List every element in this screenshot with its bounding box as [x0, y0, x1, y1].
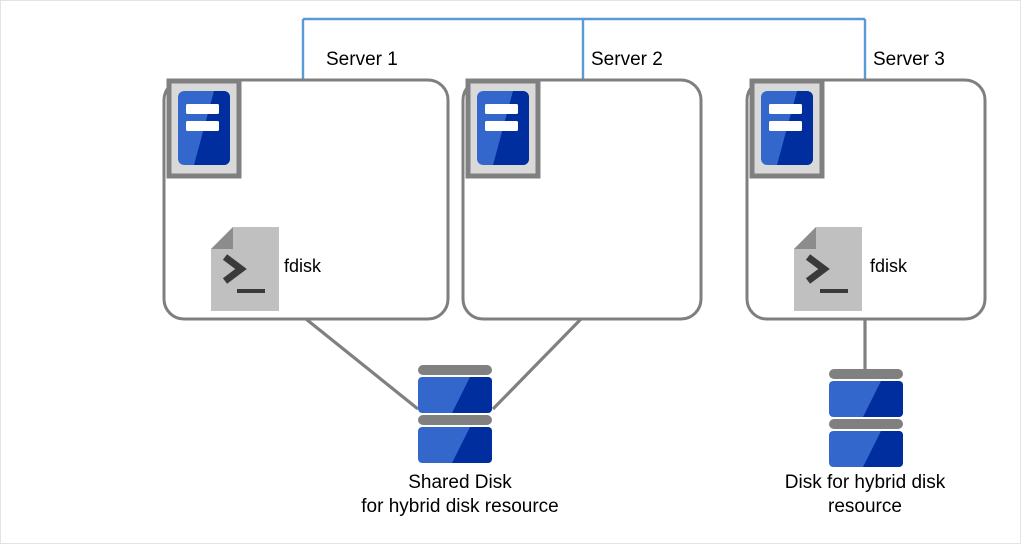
disk-stack-icon — [829, 369, 903, 467]
server-box-1 — [162, 78, 450, 321]
server-icon — [166, 78, 242, 179]
shared-disk-caption: Shared Disk for hybrid disk resource — [331, 471, 589, 519]
shared-disk-caption-line-1: Shared Disk — [408, 472, 512, 493]
disk-connector-lines — [304, 317, 867, 411]
server-label-2: Server 2 — [591, 49, 663, 70]
fdisk-label-server-1: fdisk — [284, 256, 322, 276]
disk-stack-icon — [418, 365, 492, 463]
shared-disk-caption-line-2: for hybrid disk resource — [361, 495, 559, 517]
server-box-2 — [461, 78, 703, 321]
fdisk-label-server-3: fdisk — [870, 256, 908, 276]
hybrid-disk-caption-line-2: resource — [828, 495, 902, 517]
server-icon — [749, 78, 825, 179]
server-label-3: Server 3 — [873, 49, 945, 70]
terminal-page-icon — [794, 227, 862, 311]
server-box-3 — [745, 78, 987, 321]
hybrid-disk-caption-line-1: Disk for hybrid disk — [784, 472, 946, 493]
terminal-page-icon — [211, 227, 279, 311]
server-label-1: Server 1 — [326, 49, 398, 70]
hybrid-disk-caption: Disk for hybrid disk resource — [749, 471, 981, 519]
server-icon — [465, 78, 541, 179]
